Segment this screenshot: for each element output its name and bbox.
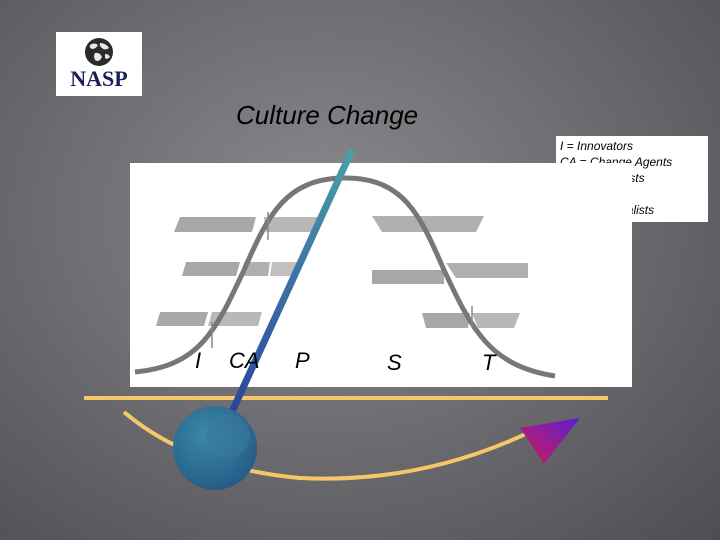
swing-arc: [122, 410, 531, 481]
pendulum-rod: [216, 148, 356, 440]
shelf: [446, 263, 528, 278]
shelf: [156, 312, 208, 326]
segment-label-pragmatists: P: [295, 348, 310, 373]
shelf: [372, 270, 444, 284]
step-shelves: [156, 216, 528, 328]
globe-icon: [85, 38, 113, 66]
segment-dividers: [211, 212, 473, 348]
segment-label-skeptics: S: [387, 350, 402, 375]
nasp-logo: NASP: [56, 32, 142, 96]
shelf: [472, 313, 520, 328]
shelf: [422, 313, 470, 328]
segment-label-innovators: I: [195, 348, 202, 373]
shelf: [242, 262, 270, 276]
legend-item-innovators: I = Innovators: [560, 139, 634, 153]
logo-text: NASP: [70, 66, 128, 91]
shelf: [264, 217, 318, 232]
shelf: [182, 262, 240, 276]
slide-title: Culture Change: [236, 100, 419, 130]
arrowhead-icon: [520, 418, 580, 464]
bell-curve: [134, 175, 556, 379]
shelf: [174, 217, 256, 232]
segment-label-change-agents: CA: [229, 348, 260, 373]
pendulum-bob-highlight: [206, 414, 250, 458]
shelf: [372, 216, 484, 232]
segment-label-traditionalists: T: [482, 350, 496, 375]
